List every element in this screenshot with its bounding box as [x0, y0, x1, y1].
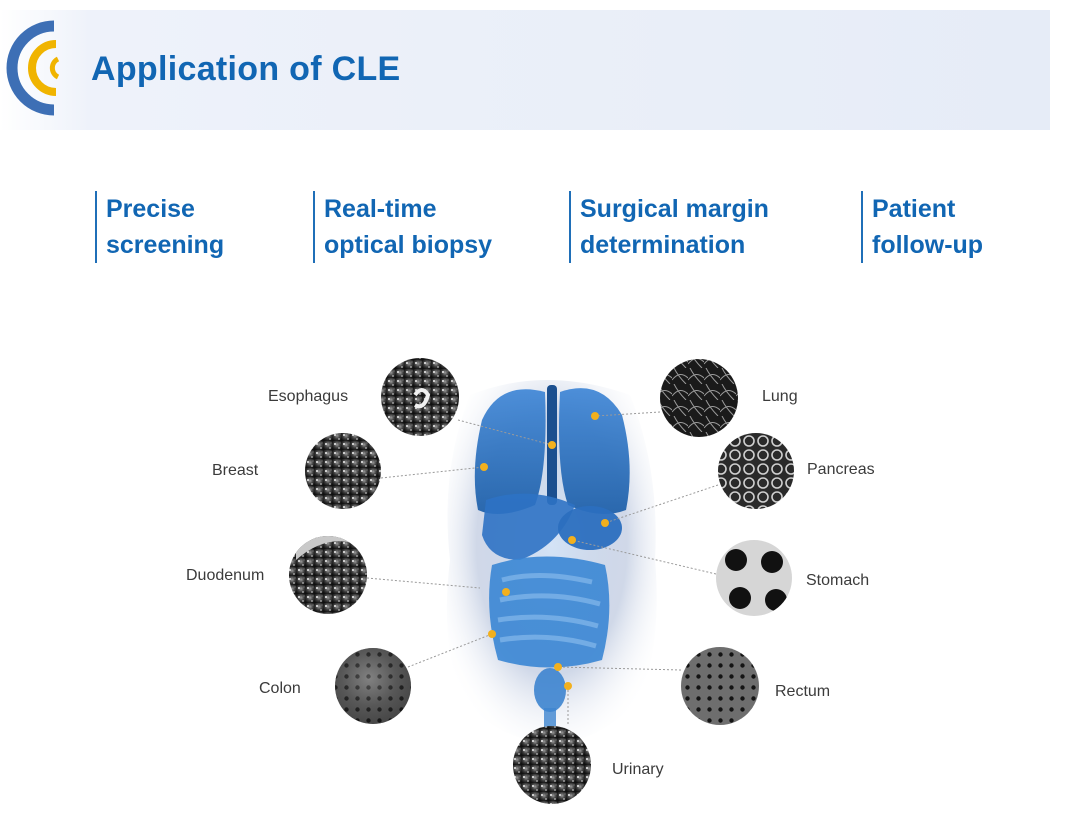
- label-urinary: Urinary: [612, 761, 664, 778]
- marker-dot: [480, 463, 488, 471]
- label-stomach: Stomach: [806, 572, 870, 589]
- connector-lines: [366, 411, 719, 726]
- label-duodenum: Duodenum: [186, 567, 265, 584]
- organ-lungs: [474, 385, 630, 514]
- header-banner: [0, 10, 1050, 130]
- marker-dot: [591, 412, 599, 420]
- label-pancreas: Pancreas: [807, 461, 875, 478]
- marker-dot: [564, 682, 572, 690]
- label-colon: Colon: [259, 680, 301, 697]
- page-title: Application of CLE: [91, 50, 401, 88]
- cle-image-rectum: [681, 647, 759, 725]
- marker-dot: [554, 663, 562, 671]
- cle-logo: [6, 20, 60, 116]
- cle-image-lung: [660, 359, 738, 437]
- cle-image-colon: [335, 648, 411, 724]
- application-line: Surgical margin: [580, 195, 769, 223]
- marker-dot: [601, 519, 609, 527]
- marker-dot: [548, 441, 556, 449]
- label-lung: Lung: [762, 388, 798, 405]
- label-esophagus: Esophagus: [268, 388, 349, 405]
- application-precise-screening: Precise screening: [95, 191, 224, 263]
- application-line: follow-up: [872, 231, 984, 259]
- marker-dot: [502, 588, 510, 596]
- application-optical-biopsy: Real-time optical biopsy: [313, 191, 492, 263]
- cle-image-duodenum: [289, 536, 367, 614]
- cle-image-stomach: [716, 540, 792, 616]
- cle-image-pancreas: [718, 433, 794, 509]
- application-line: Precise: [106, 195, 195, 223]
- application-line: Real-time: [324, 195, 437, 223]
- marker-dot: [568, 536, 576, 544]
- label-breast: Breast: [212, 462, 259, 479]
- cle-image-esophagus: [381, 358, 459, 436]
- application-line: optical biopsy: [324, 231, 493, 259]
- cle-image-urinary: [513, 726, 591, 804]
- marker-dots: [480, 412, 609, 690]
- application-line: determination: [580, 231, 746, 259]
- application-patient-follow-up: Patient follow-up: [861, 191, 983, 263]
- marker-dot: [488, 630, 496, 638]
- label-rectum: Rectum: [775, 683, 831, 700]
- application-line: screening: [106, 231, 225, 259]
- application-surgical-margin: Surgical margin determination: [569, 191, 769, 263]
- cle-image-breast: [305, 433, 381, 509]
- application-line: Patient: [872, 195, 956, 223]
